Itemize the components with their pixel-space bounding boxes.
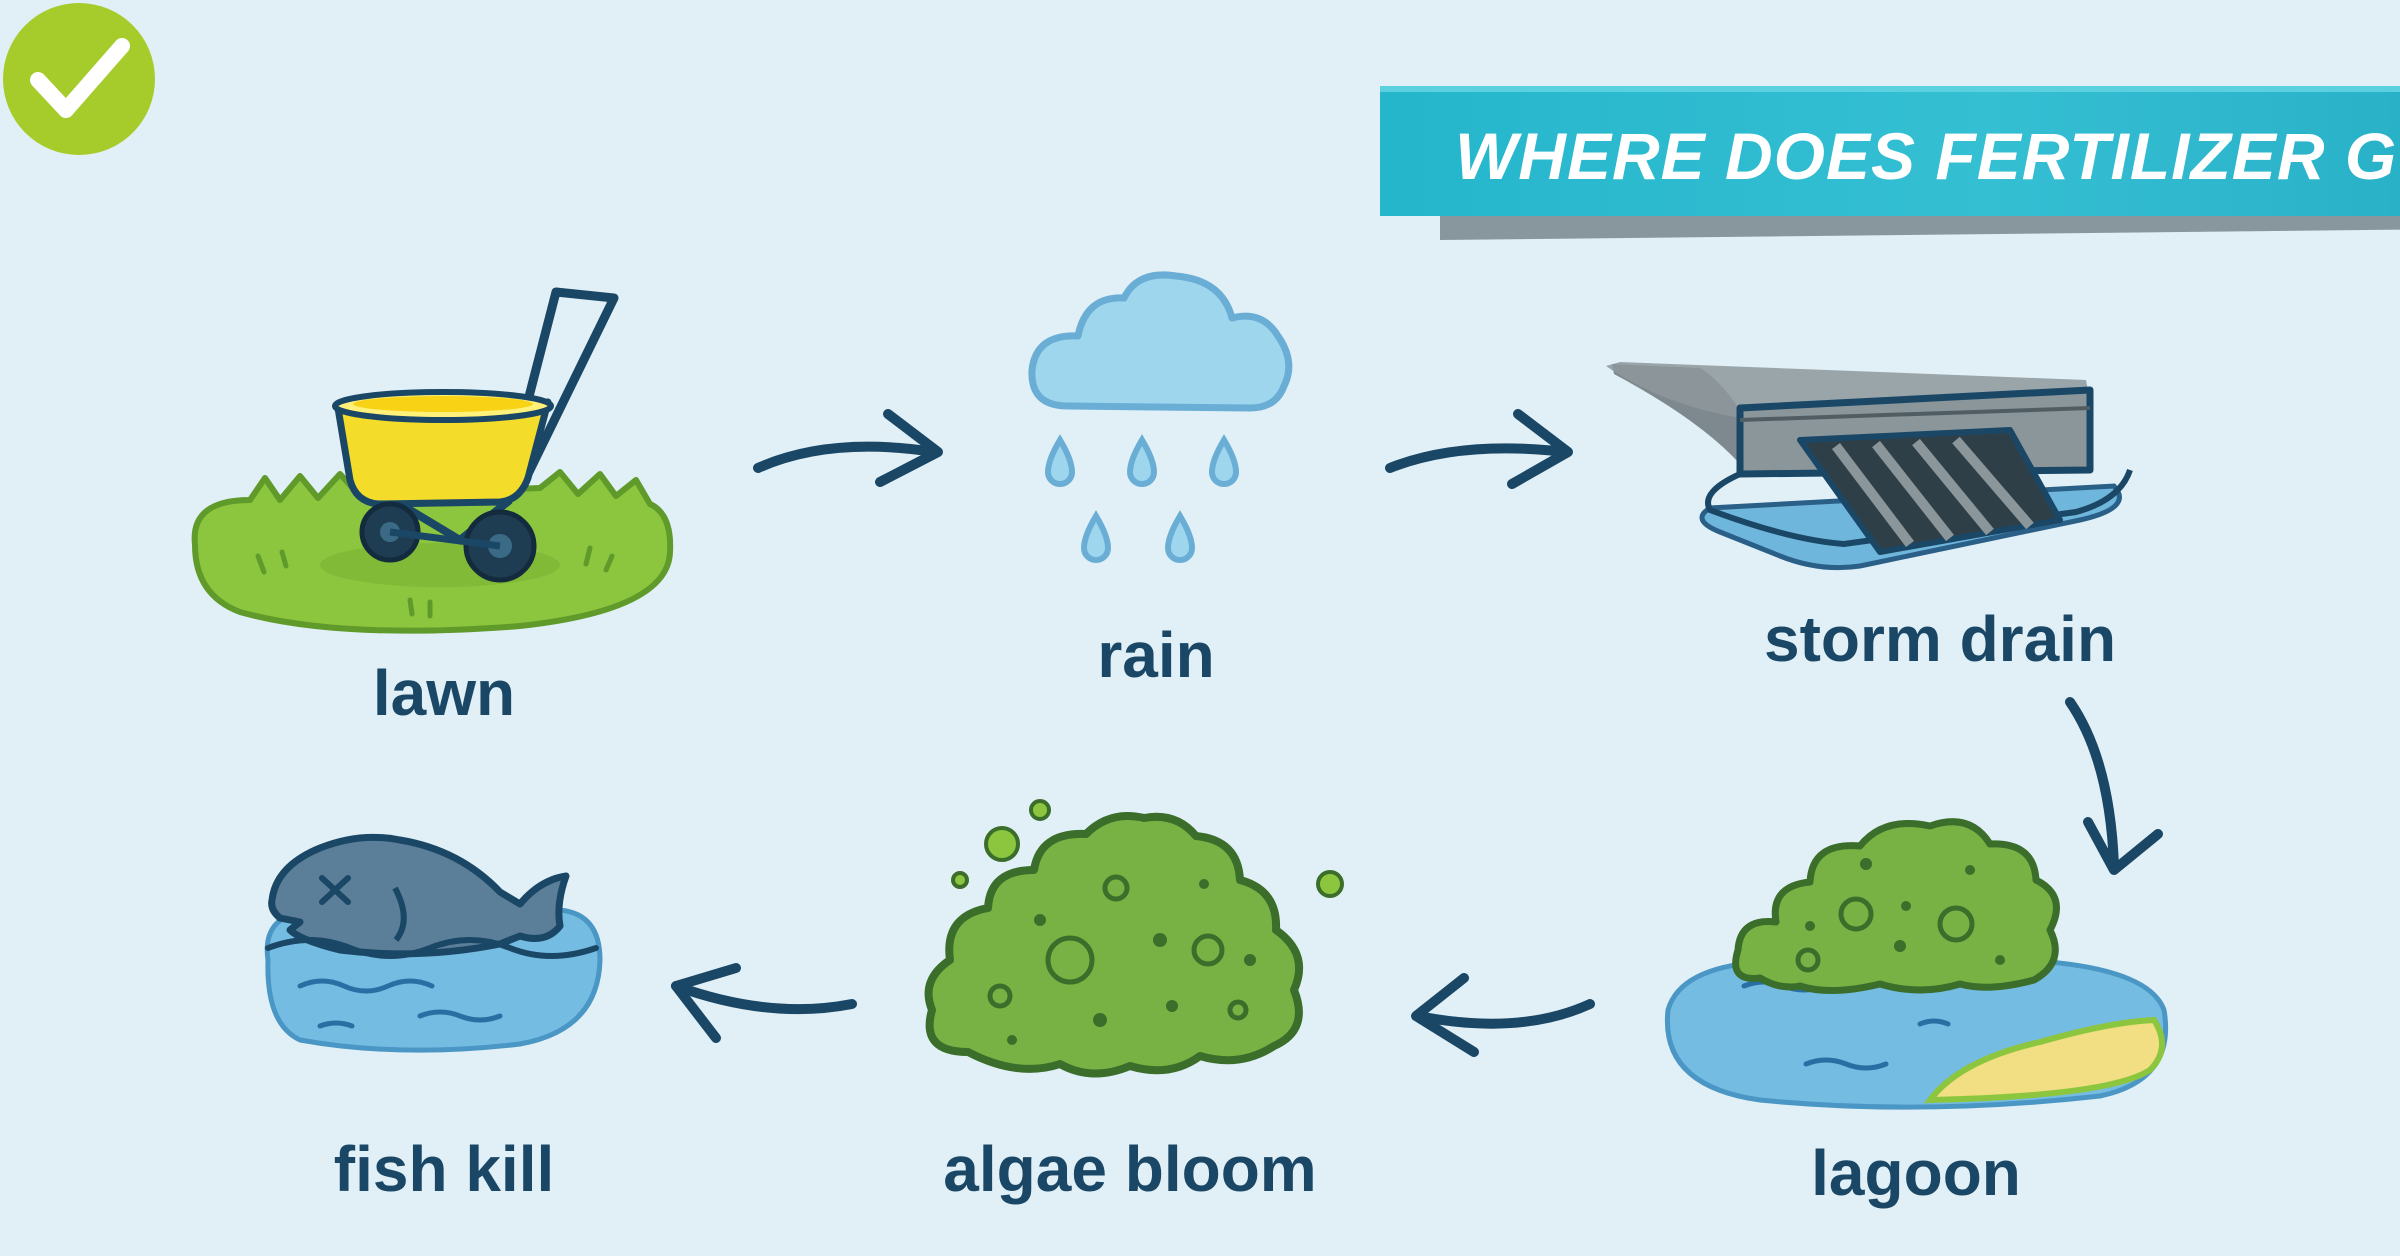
dead-fish-icon [264,833,603,1053]
arrow-lagoon-to-algae-bloom [1411,973,1595,1057]
stage-label-rain: rain [1097,619,1215,691]
arrow-rain-to-storm-drain [1385,409,1573,489]
algae-bloom-icon [924,799,1344,1078]
title-banner [1380,86,2400,216]
stage-label-fish-kill: fish kill [333,1133,555,1205]
arrow-algae-bloom-to-fish-kill [671,963,857,1043]
banner-title: WHERE DOES FERTILIZER GO? [1455,119,2400,193]
stage-label-lawn: lawn [372,657,516,729]
checkmark-icon [3,3,155,155]
stage-label-lagoon: lagoon [1811,1137,2021,1209]
rain-cloud-icon [1028,271,1293,563]
storm-drain-icon [1606,362,2133,571]
lagoon-algae-icon [1664,818,2169,1110]
stage-label-algae-bloom: algae bloom [943,1133,1317,1205]
arrow-lawn-to-rain [753,409,943,487]
stage-label-storm-drain: storm drain [1763,603,2117,675]
arrow-storm-drain-to-lagoon [2065,697,2163,875]
lawn-fertilizer-spreader-icon [191,287,674,634]
